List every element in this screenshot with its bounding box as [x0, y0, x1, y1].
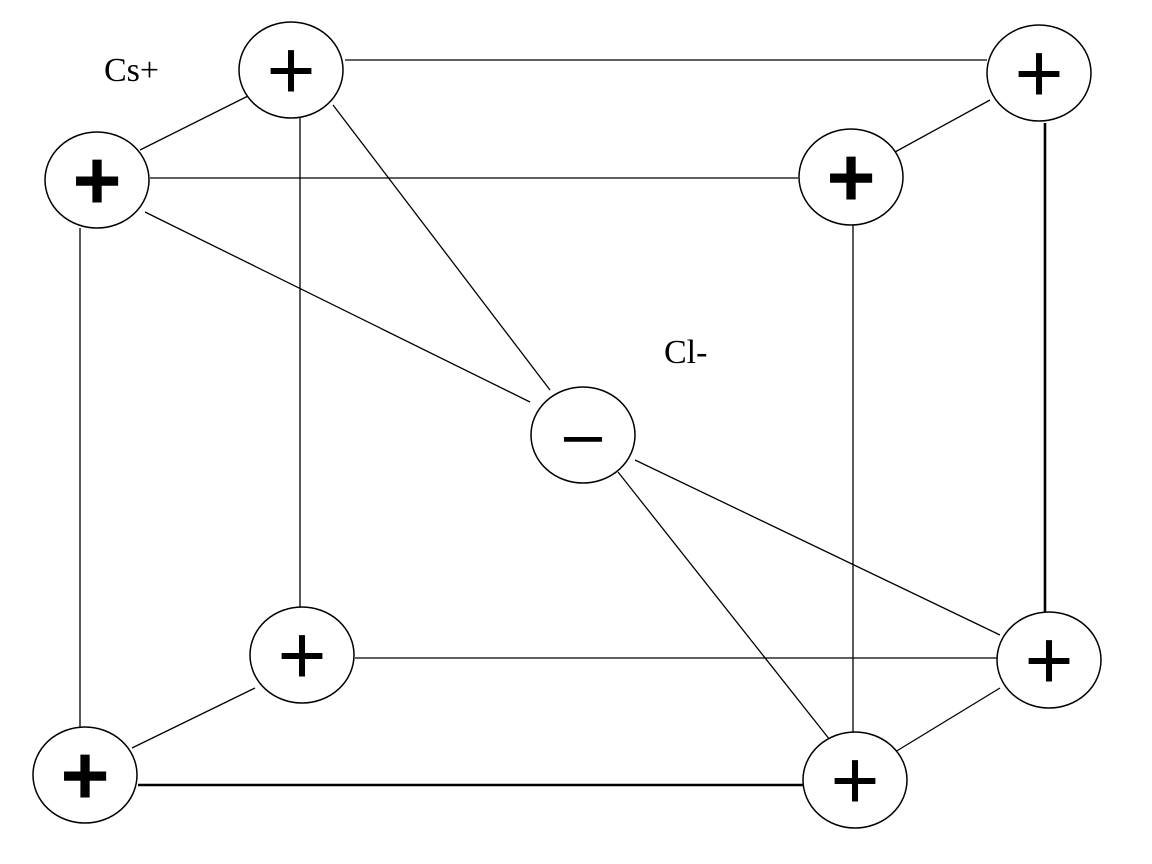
ion-circle — [798, 128, 904, 226]
cs-ion: + — [32, 726, 138, 824]
cell-edge — [894, 687, 1001, 753]
cs-ion: + — [238, 21, 344, 119]
plus-sign-icon: + — [1024, 613, 1073, 707]
cl-ion: - — [530, 386, 636, 484]
plus-sign-icon: + — [266, 23, 315, 117]
ion-circle — [32, 726, 138, 824]
cs-ion: + — [798, 128, 904, 226]
ion-circle — [249, 606, 355, 704]
plus-sign-icon: + — [60, 728, 109, 822]
bond-line — [634, 459, 1001, 636]
minus-sign-icon: - — [557, 401, 609, 468]
plus-sign-icon: + — [277, 608, 326, 702]
cs-ion: + — [996, 611, 1102, 709]
plus-sign-icon: + — [1014, 26, 1063, 120]
cell-edge — [139, 94, 251, 151]
cs-ion: + — [44, 131, 150, 229]
cs-plus-label: Cs+ — [104, 52, 160, 89]
ion-circle — [530, 386, 636, 484]
bond-line — [332, 104, 551, 391]
cs-ion: + — [986, 24, 1092, 122]
cl-minus-label: Cl- — [664, 334, 708, 371]
ion-circle — [996, 611, 1102, 709]
plus-sign-icon: + — [830, 733, 879, 827]
plus-sign-icon: + — [826, 130, 875, 224]
ion-circle — [802, 731, 908, 829]
bond-line — [144, 211, 531, 403]
cell-edge — [894, 99, 991, 153]
cs-ion: + — [249, 606, 355, 704]
cs-ion: + — [802, 731, 908, 829]
ion-circle — [238, 21, 344, 119]
bond-line — [617, 471, 831, 741]
cell-edge — [131, 687, 256, 749]
ion-circle — [44, 131, 150, 229]
plus-sign-icon: + — [72, 133, 121, 227]
ion-circle — [986, 24, 1092, 122]
